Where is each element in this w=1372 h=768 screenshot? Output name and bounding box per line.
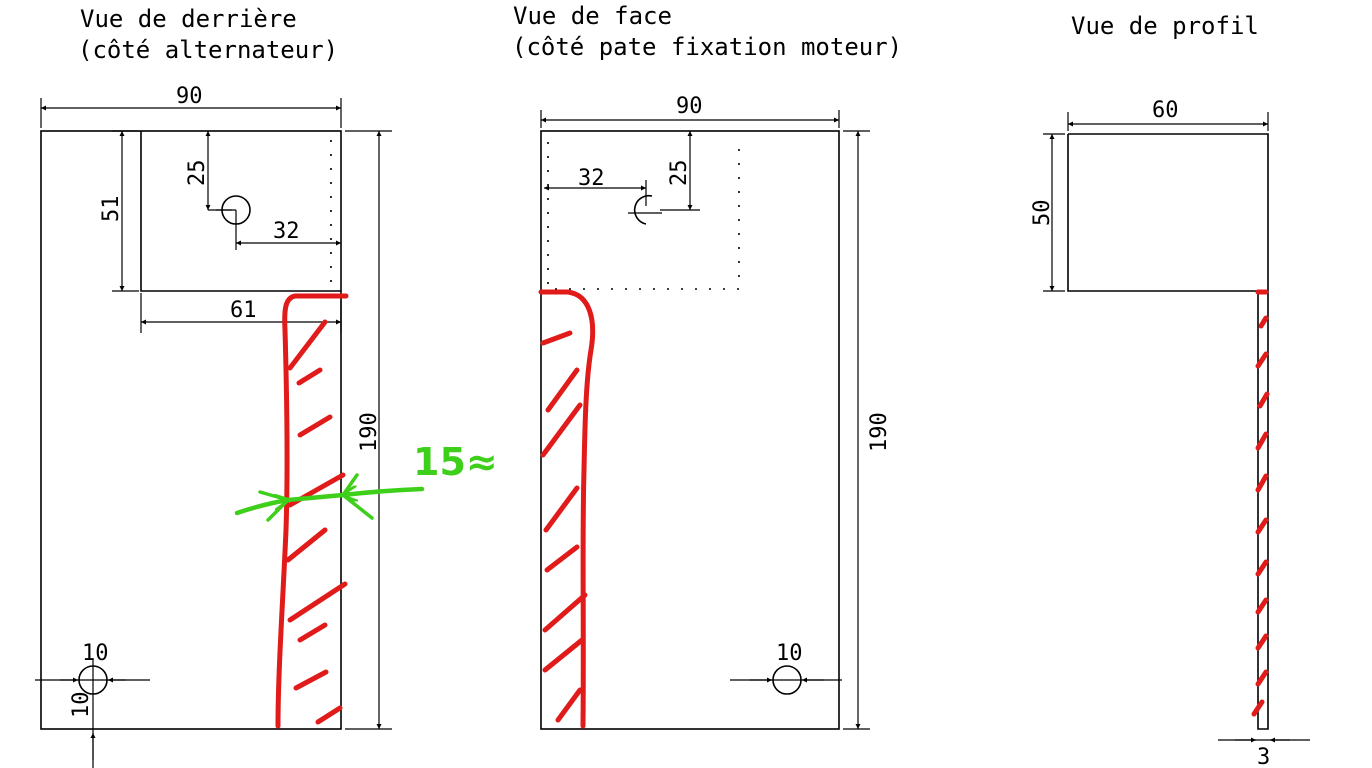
front-view-subtitle: (côté pate fixation moteur) bbox=[512, 33, 902, 61]
back-view: Vue de derrière (côté alternateur) 90 19… bbox=[35, 5, 498, 768]
back-red-marking-outline bbox=[275, 293, 349, 729]
front-upper-hole bbox=[633, 194, 653, 225]
front-dim-height: 190 bbox=[867, 412, 892, 452]
front-view-title: Vue de face bbox=[513, 2, 672, 30]
back-view-title: Vue de derrière bbox=[80, 5, 297, 33]
back-dim-32: 32 bbox=[273, 219, 300, 244]
front-dim-10: 10 bbox=[776, 641, 803, 666]
front-dim-width: 90 bbox=[676, 94, 703, 119]
profile-view-title: Vue de profil bbox=[1071, 12, 1259, 40]
profile-view: Vue de profil 60 50 3 bbox=[1030, 12, 1310, 768]
profile-outline bbox=[1067, 133, 1269, 730]
back-dim-25: 25 bbox=[185, 160, 210, 187]
front-red-marking-outline bbox=[538, 289, 596, 729]
back-view-subtitle: (côté alternateur) bbox=[78, 36, 338, 64]
back-dim-61: 61 bbox=[230, 298, 257, 323]
back-red-hatching bbox=[285, 319, 348, 725]
back-dim-10a: 10 bbox=[82, 641, 109, 666]
profile-dim-width: 60 bbox=[1152, 98, 1179, 123]
profile-dim-height: 50 bbox=[1030, 200, 1055, 227]
width-annotation-label: 15≈ bbox=[413, 440, 498, 484]
back-dim-10b: 10 bbox=[69, 692, 94, 719]
profile-red-marking bbox=[1251, 289, 1270, 717]
front-view: Vue de face (côté pate fixation moteur) … bbox=[512, 2, 902, 730]
profile-dim-thickness: 3 bbox=[1257, 745, 1270, 768]
back-dim-height: 190 bbox=[357, 412, 382, 452]
front-dim-32: 32 bbox=[578, 166, 605, 191]
back-dim-51: 51 bbox=[99, 196, 124, 223]
back-green-annotation: 15≈ bbox=[234, 440, 498, 522]
front-red-hatching bbox=[540, 330, 588, 723]
front-dim-25: 25 bbox=[667, 160, 692, 187]
front-hidden-cutout bbox=[547, 142, 740, 290]
back-plate-outline bbox=[40, 130, 342, 730]
back-dim-width: 90 bbox=[176, 84, 203, 109]
back-upper-cutout bbox=[140, 131, 341, 292]
